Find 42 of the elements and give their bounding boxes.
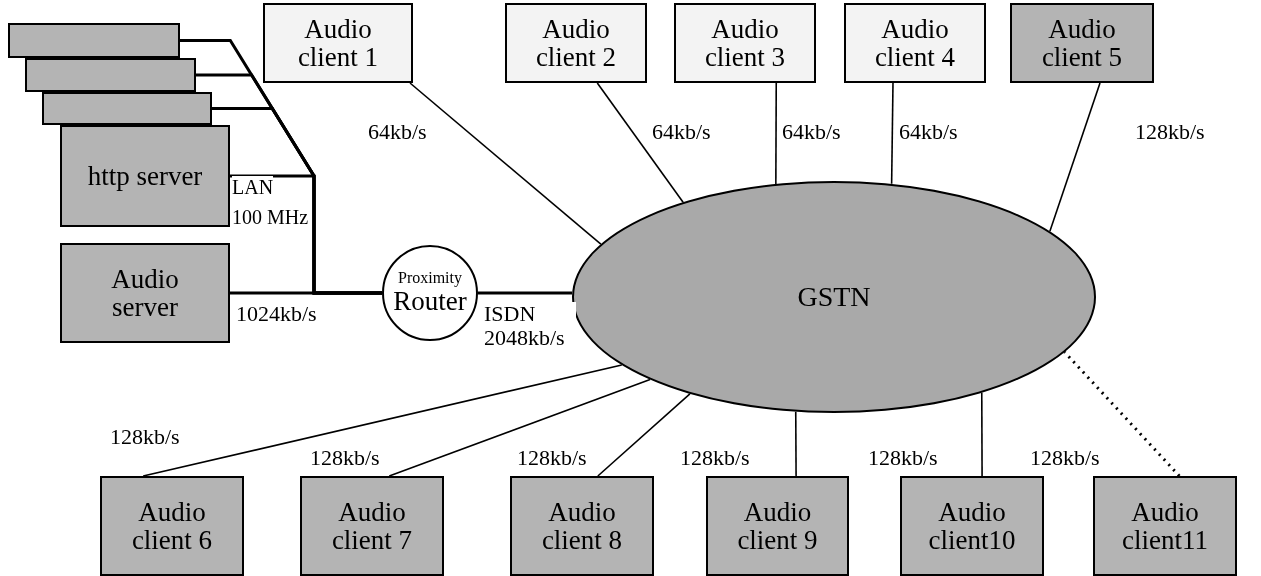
connector-line [596, 82, 684, 203]
node-label: Audio client 6 [130, 497, 214, 555]
server-box [8, 23, 180, 58]
node-label: Audio client 7 [330, 497, 414, 555]
connector-line [409, 82, 602, 245]
client-box [844, 3, 986, 83]
node-label: Audio client11 [1121, 497, 1209, 555]
client-box [300, 476, 444, 576]
connector-line [230, 291, 382, 295]
router-caption: Proximity [397, 270, 463, 288]
connector-line [597, 393, 691, 477]
router-label: Router [392, 287, 468, 316]
node-label: Audio client 4 [873, 14, 957, 72]
node-label: http server [86, 161, 204, 191]
client-box [1093, 476, 1237, 576]
node-label: Audio client 9 [736, 497, 819, 555]
client-box [100, 476, 244, 576]
server-box [42, 92, 212, 125]
client-box [674, 3, 816, 83]
server-box [60, 125, 230, 227]
client-box [510, 476, 654, 576]
client-box [505, 3, 647, 83]
client-box [900, 476, 1044, 576]
connector-line [142, 364, 623, 477]
node-label: Audio client 5 [1040, 14, 1124, 72]
node-label: Audio client 8 [540, 497, 624, 555]
node-label: GSTN [796, 282, 872, 312]
connector-line [980, 392, 983, 477]
server-box [25, 58, 196, 92]
connector-line [794, 410, 797, 477]
client-box [263, 3, 413, 83]
client-box [1010, 3, 1154, 83]
client-box [706, 476, 849, 576]
node-label: Audio client 2 [534, 14, 618, 72]
node-label: Audio server [110, 264, 180, 322]
node-label: Audio client 3 [703, 14, 787, 72]
connector-line [388, 378, 651, 477]
connector-line [1049, 82, 1101, 233]
connector-line [478, 291, 572, 295]
node-label: Audio client 1 [296, 14, 380, 72]
node-label: Audio client10 [927, 497, 1017, 555]
server-box [60, 243, 230, 343]
